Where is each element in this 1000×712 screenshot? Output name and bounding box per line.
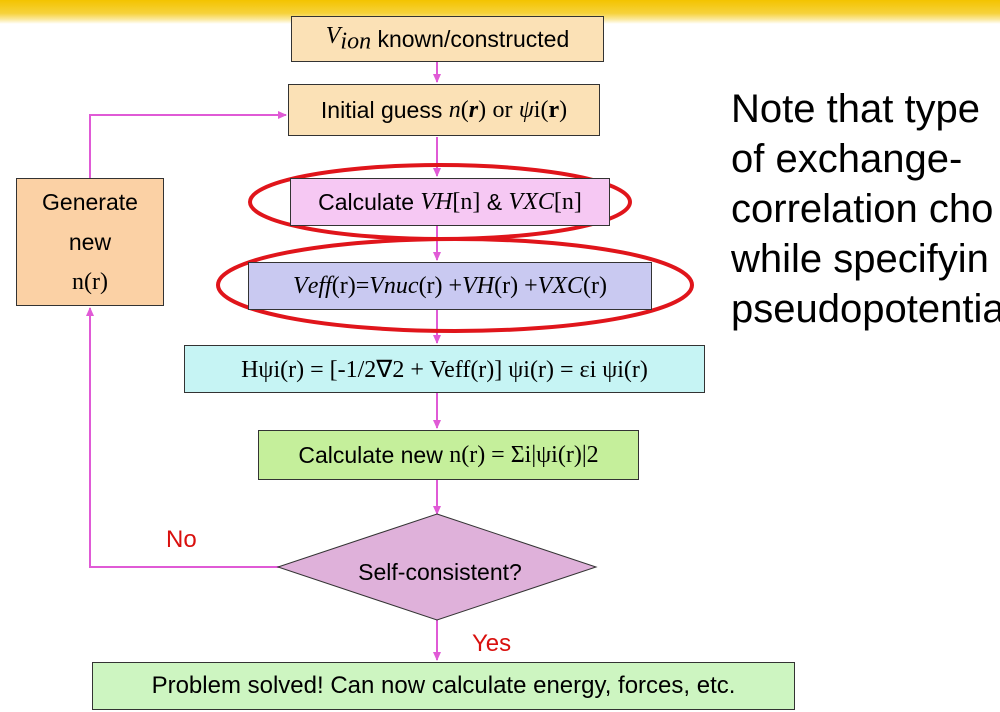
label-yes: Yes	[472, 630, 512, 657]
note-line-4: while specifyin	[731, 237, 989, 281]
side-line-2: new	[68, 229, 112, 255]
box1-label: known/constructed	[377, 25, 570, 52]
side-line-1: Generate	[42, 189, 138, 215]
decision-diamond	[276, 513, 598, 621]
box6-label: Calculate new	[298, 441, 443, 468]
box-generate-new-density: Generate new n(r)	[16, 178, 164, 306]
note-line-1: Note that type	[731, 87, 981, 131]
side-note: Note that type of exchange- correlation …	[731, 84, 1000, 334]
box-calculate-density: Calculate new n(r) = Σi|ψi(r)|2	[258, 430, 639, 480]
vion-symbol: Vion	[325, 23, 372, 55]
arrow-new-density	[89, 111, 287, 178]
box-problem-solved: Problem solved! Can now calculate energy…	[92, 662, 795, 710]
box2-label: Initial guess	[320, 96, 443, 123]
note-line-3: correlation cho	[731, 187, 994, 231]
note-line-5: pseudopotentia	[731, 287, 1000, 331]
box3-label: Calculate	[318, 188, 415, 215]
decision-label: Self-consistent?	[358, 558, 522, 585]
note-line-2: of exchange-	[731, 137, 963, 181]
kohn-sham-equation: Hψi(r) = [-1/2∇2 + Veff(r)] ψi(r) = εi ψ…	[241, 356, 648, 383]
box-kohn-sham-equation: Hψi(r) = [-1/2∇2 + Veff(r)] ψi(r) = εi ψ…	[184, 345, 705, 393]
label-no: No	[166, 526, 197, 553]
arrow-no-loop	[86, 307, 285, 568]
box-vion-known: Vion known/constructed	[291, 16, 604, 62]
density-equation: n(r) = Σi|ψi(r)|2	[449, 441, 599, 468]
highlight-ellipse-2	[216, 237, 694, 333]
side-line-3: n(r)	[72, 269, 108, 295]
